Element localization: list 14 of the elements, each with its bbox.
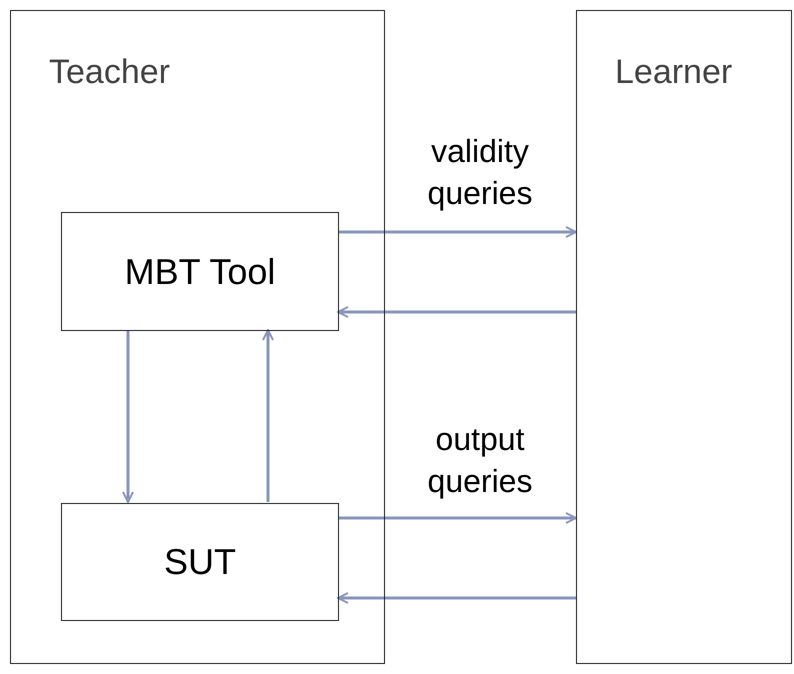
process-box	[61, 503, 339, 621]
arrow	[122, 330, 134, 503]
panel-box	[10, 10, 385, 664]
process-box	[61, 212, 339, 331]
box-label: SUT	[164, 540, 236, 584]
arrow	[338, 226, 577, 238]
box-label: MBT Tool	[124, 250, 276, 294]
panel-box	[576, 10, 792, 664]
panel-title: Teacher	[49, 52, 170, 93]
arrow	[262, 329, 274, 502]
panel-title: Learner	[615, 52, 732, 93]
arrow	[337, 306, 576, 318]
arrow	[338, 512, 577, 524]
arrow	[337, 592, 576, 604]
